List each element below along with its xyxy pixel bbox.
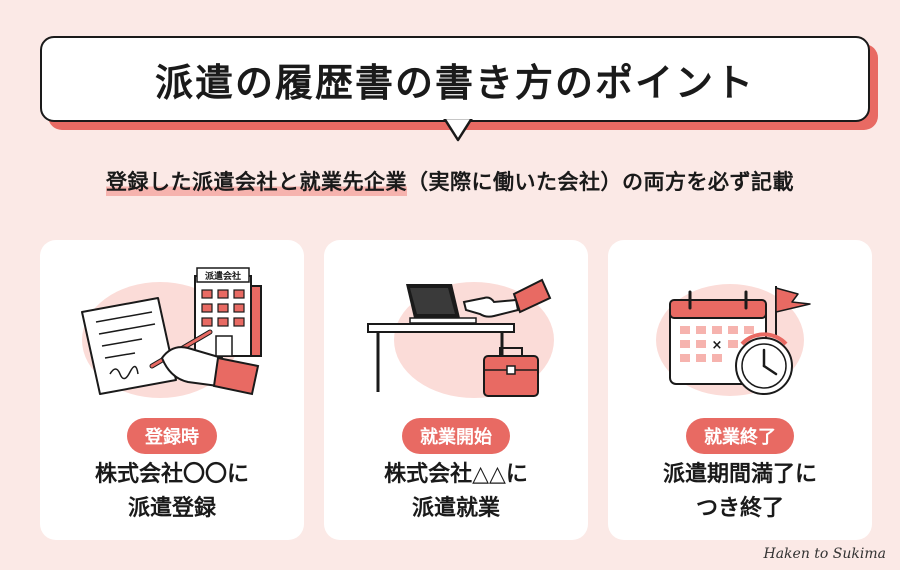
- badge-work-end: 就業終了: [686, 418, 794, 454]
- watermark: Haken to Sukima: [763, 546, 887, 562]
- card-line2: 派遣登録: [127, 496, 216, 521]
- card-description: 派遣期間満了に つき終了: [608, 458, 872, 526]
- card-registration: 派遣会社 登録時 株式会社〇〇に 派遣登録: [40, 240, 304, 540]
- card-line1: 株式会社△△に: [384, 462, 528, 487]
- flag-icon: [775, 286, 811, 336]
- card-line1: 株式会社〇〇に: [94, 462, 249, 487]
- card-work-start: 就業開始 株式会社△△に 派遣就業: [324, 240, 588, 540]
- card-work-end: × 就業終了 派遣期間満了に つき終了: [608, 240, 872, 540]
- card-line2: つき終了: [695, 496, 784, 521]
- card-line2: 派遣就業: [411, 496, 500, 521]
- hand-pen-icon: [149, 329, 260, 396]
- subtitle: 登録した派遣会社と就業先企業（実際に働いた会社）の両方を必ず記載: [0, 166, 900, 196]
- page-title: 派遣の履歴書の書き方のポイント: [154, 60, 755, 105]
- card-line1: 派遣期間満了に: [662, 462, 817, 487]
- svg-text:×: ×: [712, 338, 723, 353]
- pointing-hand-icon: [462, 278, 552, 318]
- calendar-clock-illustration: ×: [656, 284, 811, 396]
- subtitle-highlight: 登録した派遣会社と就業先企業: [106, 166, 407, 196]
- building-icon: [194, 267, 262, 357]
- card-description: 株式会社△△に 派遣就業: [324, 458, 588, 526]
- calendar-icon: ×: [669, 290, 767, 385]
- document-icon: [81, 297, 177, 395]
- clock-icon: [735, 332, 793, 395]
- desk-laptop-illustration: [367, 278, 554, 398]
- badge-work-start: 就業開始: [402, 418, 510, 454]
- laptop-icon: [406, 284, 477, 324]
- badge-registration: 登録時: [127, 418, 217, 454]
- speech-bubble-tail: [441, 118, 475, 142]
- card-description: 株式会社〇〇に 派遣登録: [40, 458, 304, 526]
- signing-document-illustration: 派遣会社: [81, 267, 262, 398]
- briefcase-icon: [483, 347, 539, 397]
- building-sign: 派遣会社: [205, 270, 241, 282]
- title-box: 派遣の履歴書の書き方のポイント: [40, 36, 870, 122]
- subtitle-rest: （実際に働いた会社）の両方を必ず記載: [407, 170, 794, 194]
